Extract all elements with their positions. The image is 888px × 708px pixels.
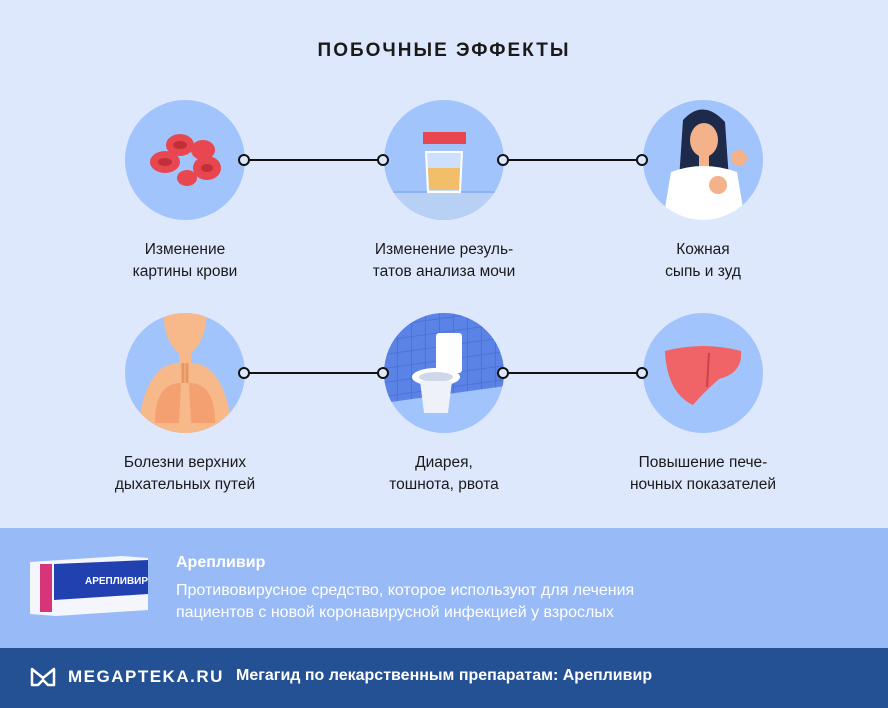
connector-node bbox=[636, 154, 648, 166]
connector-node bbox=[497, 367, 509, 379]
connector bbox=[504, 159, 642, 161]
connector-node bbox=[377, 367, 389, 379]
label-line: Изменение резуль- bbox=[374, 241, 514, 258]
footer-text: Мегагид по лекарственным препаратам: Аре… bbox=[236, 667, 653, 684]
pack-text: АРЕПЛИВИР bbox=[85, 576, 148, 587]
respiratory-system-icon bbox=[125, 313, 245, 433]
drug-description: Противовирусное средство, которое исполь… bbox=[176, 580, 776, 624]
connector bbox=[504, 372, 642, 374]
drug-info-band: АРЕПЛИВИР Арепливир Противовирусное сред… bbox=[0, 528, 888, 648]
effect-label: Кожная сыпь и зуд bbox=[593, 239, 813, 283]
drug-name: Арепливир bbox=[176, 554, 266, 571]
label-line: картины крови bbox=[132, 263, 238, 280]
toilet-icon bbox=[384, 313, 504, 433]
desc-line: пациентов с новой коронавирусной инфекци… bbox=[176, 604, 614, 621]
connector-node bbox=[636, 367, 648, 379]
effect-label: Диарея, тошнота, рвота bbox=[334, 452, 554, 496]
connector-node bbox=[238, 154, 250, 166]
label-line: Болезни верхних bbox=[123, 454, 247, 471]
label-line: татов анализа мочи bbox=[372, 263, 516, 280]
footer: MEGAPTEKA.RU Мегагид по лекарственным пр… bbox=[0, 648, 888, 708]
label-line: тошнота, рвота bbox=[389, 476, 499, 493]
label-line: Повышение пече- bbox=[638, 454, 768, 471]
label-line: сыпь и зуд bbox=[665, 263, 741, 280]
urine-container-icon bbox=[384, 100, 504, 220]
connector-node bbox=[497, 154, 509, 166]
label-line: Диарея, bbox=[415, 454, 473, 471]
effect-label: Болезни верхних дыхательных путей bbox=[75, 452, 295, 496]
logo-icon bbox=[30, 667, 56, 687]
connector-node bbox=[377, 154, 389, 166]
drug-package-image: АРЕПЛИВИР bbox=[30, 554, 148, 622]
page-title: ПОБОЧНЫЕ ЭФФЕКТЫ bbox=[317, 40, 571, 61]
label-line: Изменение bbox=[144, 241, 226, 258]
label-line: ночных показателей bbox=[630, 476, 776, 493]
desc-line: Противовирусное средство, которое исполь… bbox=[176, 582, 635, 599]
connector bbox=[245, 372, 383, 374]
label-line: Кожная bbox=[676, 241, 730, 258]
connector bbox=[245, 159, 383, 161]
logo-text: MEGAPTEKA.RU bbox=[68, 667, 224, 686]
blood-cells-icon bbox=[125, 100, 245, 220]
connector-node bbox=[238, 367, 250, 379]
itching-woman-icon bbox=[643, 100, 763, 220]
megapteka-logo[interactable]: MEGAPTEKA.RU bbox=[30, 666, 224, 688]
effect-label: Изменение картины крови bbox=[75, 239, 295, 283]
liver-icon bbox=[643, 313, 763, 433]
effect-label: Повышение пече-ночных показателей bbox=[593, 452, 813, 496]
effect-label: Изменение резуль-татов анализа мочи bbox=[334, 239, 554, 283]
label-line: дыхательных путей bbox=[114, 476, 256, 493]
